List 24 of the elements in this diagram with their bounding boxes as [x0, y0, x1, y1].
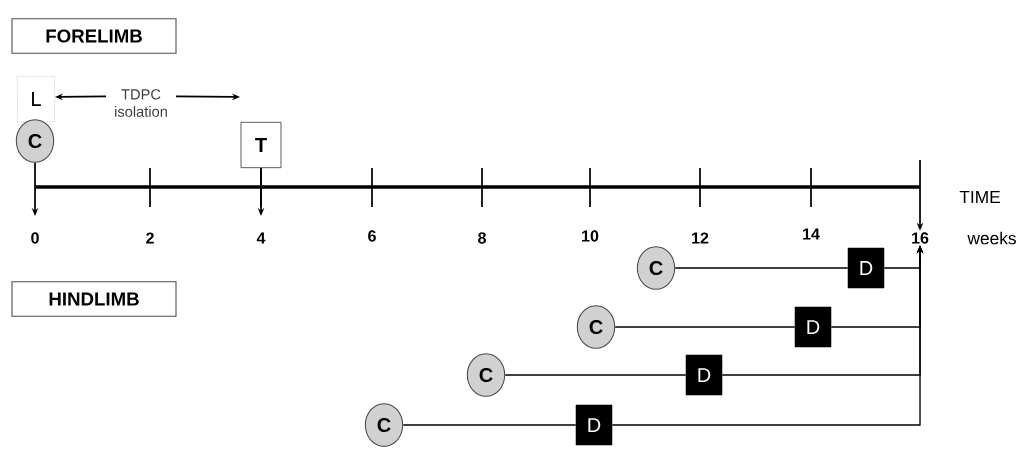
axis-label: weeks [967, 231, 1016, 245]
axis-label: TIME [959, 191, 1000, 203]
letter-box: L [17, 76, 55, 122]
filled-box: D [794, 306, 832, 348]
tick-label: 6 [368, 230, 376, 242]
annotation-text: TDPC isolation [115, 89, 167, 117]
tick-label: 0 [31, 232, 39, 244]
connector-line [504, 374, 687, 376]
tick-label: 10 [582, 230, 599, 242]
filled-box: D [685, 354, 723, 396]
connector-line [402, 424, 577, 426]
connector-line [674, 267, 849, 269]
heading-box: HINDLIMB [11, 281, 177, 317]
tick-label: 2 [146, 232, 154, 244]
heading-box: FORELIMB [11, 18, 177, 54]
connector-line [614, 326, 796, 328]
tick-label: 12 [692, 232, 709, 244]
filled-box: D [575, 404, 613, 446]
letter-box: T [240, 121, 282, 169]
filled-box: D [847, 247, 885, 289]
tick-label: 4 [256, 232, 266, 244]
tick-label: 16 [912, 232, 929, 244]
tick-label: 8 [478, 232, 486, 244]
tick-label: 14 [803, 228, 820, 240]
